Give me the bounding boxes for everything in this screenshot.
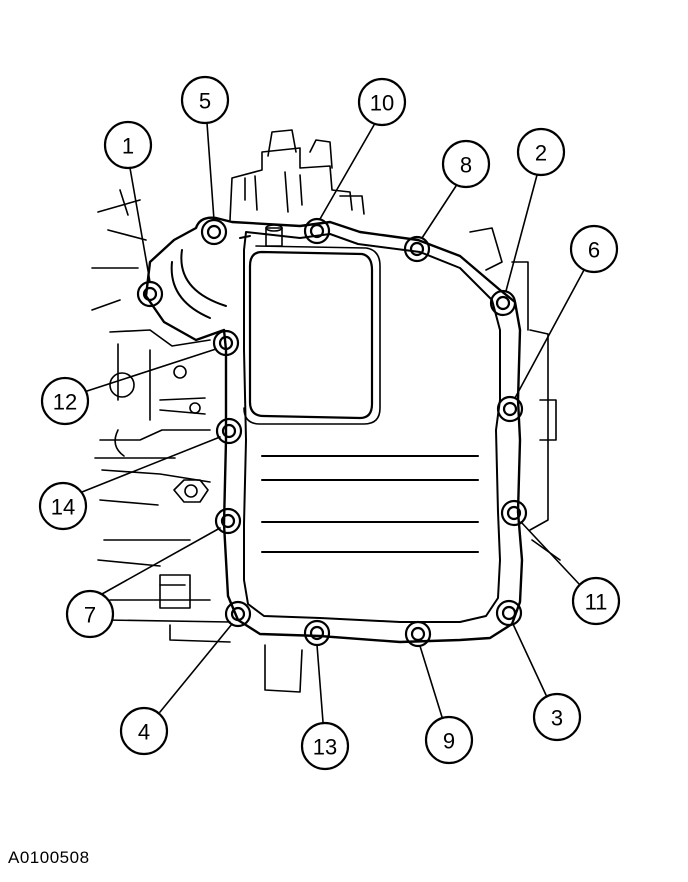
callout-circle-10 (357, 77, 407, 127)
callout-circle-6 (569, 224, 619, 274)
bolt-head-6 (496, 395, 524, 423)
bolt-head-2 (489, 289, 517, 317)
callout-label-4: 4 (138, 720, 150, 745)
callout-circle-11 (571, 576, 621, 626)
bolt-head-13 (303, 619, 331, 647)
callout-label-13: 13 (313, 735, 337, 760)
callout-circle-12 (40, 376, 90, 426)
callout-circle-13 (300, 721, 350, 771)
bolt-head-9 (404, 620, 432, 648)
callout-circle-5 (180, 75, 230, 125)
callout-circle-8 (441, 139, 491, 189)
callout-label-7: 7 (84, 603, 96, 628)
callout-label-6: 6 (588, 238, 600, 263)
transmission-housing-linework (91, 129, 561, 693)
callout-label-2: 2 (535, 141, 547, 166)
callout-circles (38, 75, 621, 771)
bolt-heads (136, 217, 528, 648)
bolt-head-12 (212, 329, 240, 357)
leader-lines (81, 122, 585, 723)
callout-label-5: 5 (199, 89, 211, 114)
callout-circle-3 (532, 692, 582, 742)
callout-label-11: 11 (585, 590, 608, 615)
bolt-head-14 (215, 417, 243, 445)
pan-ribs (261, 455, 479, 553)
callout-circle-4 (119, 706, 169, 756)
callout-label-9: 9 (443, 729, 455, 754)
filter-recess (243, 245, 381, 425)
bolt-head-5 (200, 218, 228, 246)
bolt-head-3 (495, 599, 523, 627)
callout-label-10: 10 (370, 91, 394, 116)
callout-label-3: 3 (551, 706, 563, 731)
callout-label-1: 1 (122, 134, 134, 159)
bolt-head-11 (500, 499, 528, 527)
bolt-head-7 (214, 507, 242, 535)
figure-id: A0100508 (8, 848, 90, 867)
callout-circle-7 (65, 589, 115, 639)
bolt-head-8 (403, 235, 431, 263)
callout-circle-14 (38, 481, 88, 531)
callout-circle-1 (103, 120, 153, 170)
callout-label-14: 14 (51, 495, 75, 520)
bolt-head-4 (224, 600, 252, 628)
bolt-head-10 (303, 217, 331, 245)
callout-label-8: 8 (460, 153, 472, 178)
callout-circle-2 (516, 127, 566, 177)
callout-label-12: 12 (53, 390, 77, 415)
callout-circle-9 (424, 715, 474, 765)
